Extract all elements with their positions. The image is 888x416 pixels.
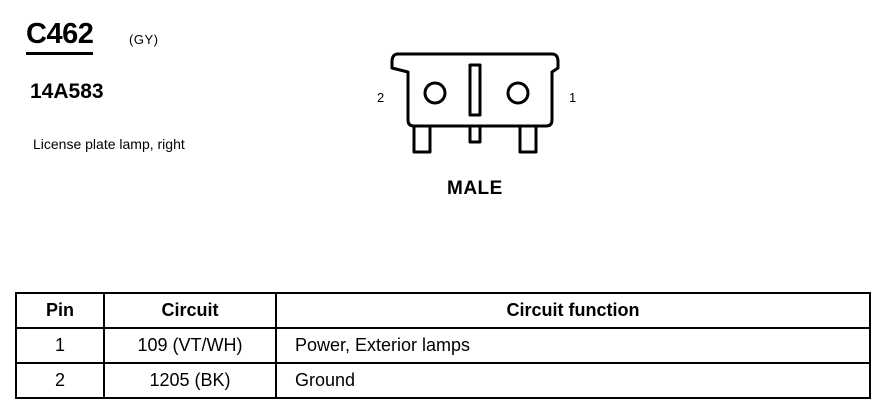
terminal-center [468, 126, 482, 144]
cell-circuit: 109 (VT/WH) [103, 327, 277, 364]
part-number: 14A583 [30, 80, 104, 103]
connector-description: License plate lamp, right [33, 136, 185, 152]
pin-cavity-2 [423, 81, 447, 105]
connector-id: C462 [26, 18, 94, 55]
connector-face-diagram [390, 52, 560, 154]
cell-function: Power, Exterior lamps [275, 327, 871, 364]
connector-housing-outline [390, 52, 560, 128]
pin-label-left: 2 [377, 90, 385, 105]
header-circuit-function: Circuit function [275, 292, 871, 329]
table-row: 1 109 (VT/WH) Power, Exterior lamps [15, 327, 871, 364]
table-header-row: Pin Circuit Circuit function [15, 292, 871, 329]
pin-table: Pin Circuit Circuit function 1 109 (VT/W… [15, 292, 871, 399]
pin-cavity-1 [506, 81, 530, 105]
header-pin: Pin [15, 292, 105, 329]
header-circuit: Circuit [103, 292, 277, 329]
terminal-left [412, 126, 432, 154]
pin-label-right: 1 [569, 90, 577, 105]
cell-pin: 1 [15, 327, 105, 364]
cell-circuit: 1205 (BK) [103, 362, 277, 399]
table-row: 2 1205 (BK) Ground [15, 362, 871, 399]
cell-function: Ground [275, 362, 871, 399]
center-key [468, 63, 482, 117]
connector-gender: MALE [447, 178, 503, 199]
cell-pin: 2 [15, 362, 105, 399]
connector-color: (GY) [129, 32, 159, 47]
terminal-right [518, 126, 538, 154]
